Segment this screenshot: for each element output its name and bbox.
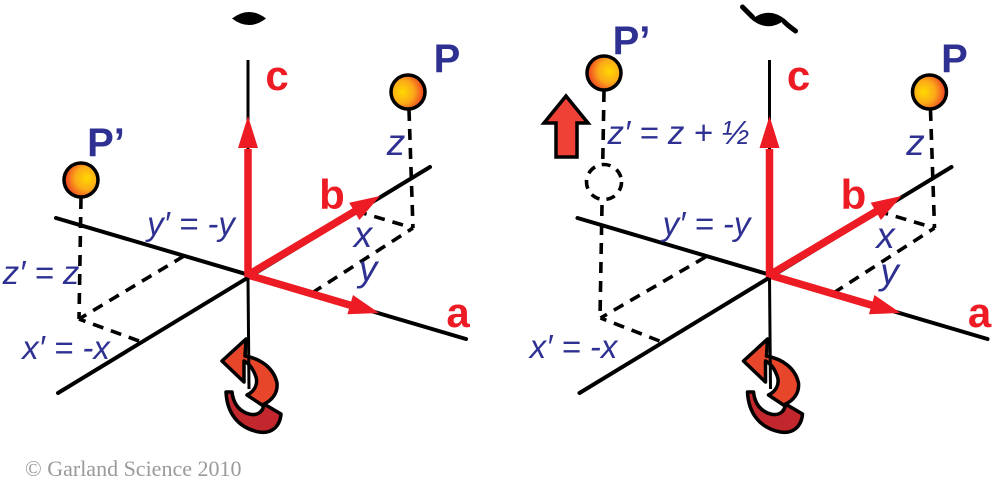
a-axis-label: a [446,289,470,336]
pmate-z-dashed-line [598,90,606,319]
z-coord-label: z [386,122,406,163]
y-coord-label: y [877,251,901,292]
panel-screw-axis: c b a P P’ z x y y′ = -y z′ = z + ½ x′ =… [528,4,992,435]
p-y-dashed-line [832,226,936,295]
pmate-z-dashed-line [77,197,83,320]
c-axis-line-lower [768,277,772,390]
p-label: P [434,37,461,81]
atom-p-sphere [910,73,949,111]
pmate-label: P’ [613,19,651,63]
b-axis-arrow [767,196,902,279]
p-y-dashed-line [311,226,414,295]
b-axis-label: b [841,171,867,218]
atom-pmate-sphere [62,161,100,199]
pmate-x-dashed-line [599,316,661,343]
p-z-dashed-line [928,109,937,229]
atom-p-sphere [389,73,427,111]
x-coord-label: x [874,215,896,256]
pmate-y-dashed-line [599,255,707,320]
twofold-rotation-icon [232,12,266,25]
y-coord-label: y [356,248,380,289]
intermediate-position-circle [584,162,624,202]
c-axis-label: c [787,52,810,99]
c-axis-line-lower [246,277,251,390]
y-equation: y′ = -y [661,205,753,242]
copyright-notice: © Garland Science 2010 [25,456,241,481]
panel-twofold-rotation: c b a P P’ z x y y′ = -y z′ = z x′ = -x [2,12,470,435]
b-axis-arrow [246,196,380,279]
rotation-arrow-icon [741,337,805,435]
p-label: P [941,37,968,81]
a-axis-arrow [246,271,379,315]
b-axis-label: b [319,171,345,218]
a-axis-label: a [968,289,992,336]
c-axis-arrow [759,116,780,277]
screw-axis-icon [740,4,798,34]
a-axis-arrow [768,271,901,315]
c-axis-arrow [238,116,258,277]
atom-pmate-sphere [585,54,623,92]
pmate-x-dashed-line [78,317,140,343]
z-equation: z′ = z [2,254,80,291]
pmate-y-dashed-line [78,254,185,321]
z-equation: z′ = z + ½ [607,114,750,151]
x-equation: x′ = -x [20,329,111,366]
c-axis-label: c [265,52,288,99]
p-z-dashed-line [407,109,415,229]
pmate-label: P’ [87,121,125,165]
p-x-dashed-line [355,209,414,230]
p-x-dashed-line [876,209,936,230]
translation-up-arrow-icon [540,93,592,159]
x-coord-label: x [352,214,374,255]
x-equation: x′ = -x [528,328,619,365]
y-equation: y′ = -y [145,205,237,242]
z-coord-label: z [905,122,925,163]
rotation-arrow-icon [220,337,283,435]
